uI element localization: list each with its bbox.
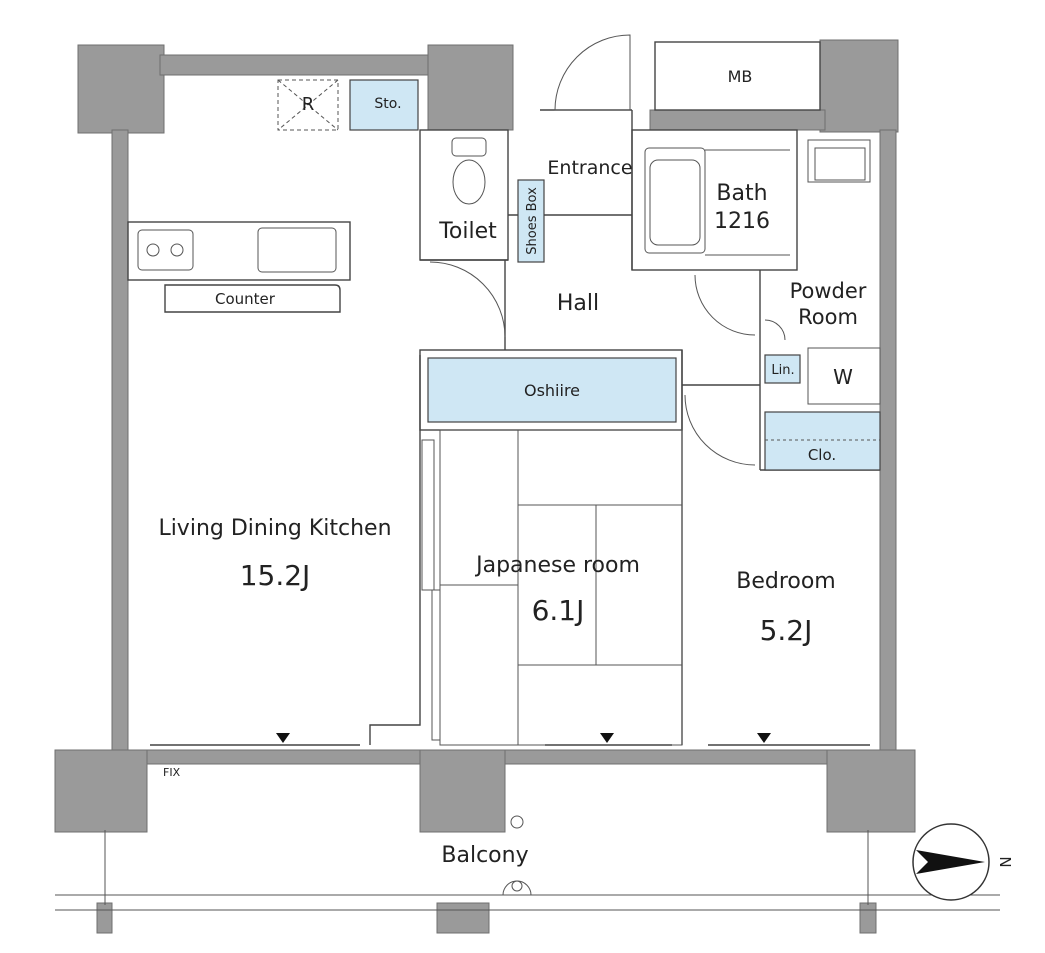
- powder-room-line2: Room: [798, 305, 858, 329]
- entrance-label: Entrance: [547, 157, 632, 179]
- balcony-label: Balcony: [441, 843, 528, 868]
- storage-areas: [349, 79, 881, 471]
- storage-box: [349, 79, 419, 131]
- powder-room-line1: Powder: [790, 279, 867, 303]
- window-markers: [276, 733, 771, 743]
- hall-label: Hall: [557, 291, 599, 316]
- counter-label: Counter: [215, 290, 276, 308]
- drain-icon: [510, 815, 524, 829]
- bedroom-size: 5.2J: [760, 614, 813, 647]
- oshiire-box: [427, 357, 677, 423]
- walls: [54, 39, 916, 934]
- closet-box: [764, 411, 881, 471]
- meter-box-label: MB: [728, 67, 753, 86]
- shoes-box: [517, 179, 545, 263]
- washer-label: W: [833, 365, 853, 389]
- ldk-size: 15.2J: [240, 559, 311, 592]
- washer-box: [807, 347, 881, 405]
- bath-size: 1216: [714, 209, 770, 234]
- interior-walls: [55, 41, 1000, 911]
- ldk-name: Living Dining Kitchen: [158, 516, 391, 541]
- shoes-box-label: Shoes Box: [525, 187, 540, 255]
- linen-label: Lin.: [771, 363, 794, 378]
- room-labels: Living Dining Kitchen 15.2J Japanese roo…: [158, 157, 866, 868]
- fix-window-label: FIX: [163, 766, 181, 779]
- bath-name: Bath: [716, 181, 767, 206]
- bedroom-name: Bedroom: [736, 569, 836, 594]
- linen-box: [764, 354, 801, 384]
- fixture-labels: R Sto. MB Shoes Box Counter Oshiire Lin.…: [163, 67, 1014, 868]
- refrigerator-label: R: [302, 94, 315, 115]
- north-label: N: [996, 856, 1014, 867]
- door-swings: [429, 34, 786, 466]
- japanese-room-size: 6.1J: [532, 594, 585, 627]
- compass-icon: [912, 823, 990, 901]
- closet-label: Clo.: [808, 446, 836, 464]
- toilet-label: Toilet: [438, 219, 497, 244]
- oshiire-label: Oshiire: [524, 381, 580, 400]
- japanese-room-name: Japanese room: [474, 553, 640, 578]
- storage-label: Sto.: [374, 96, 401, 112]
